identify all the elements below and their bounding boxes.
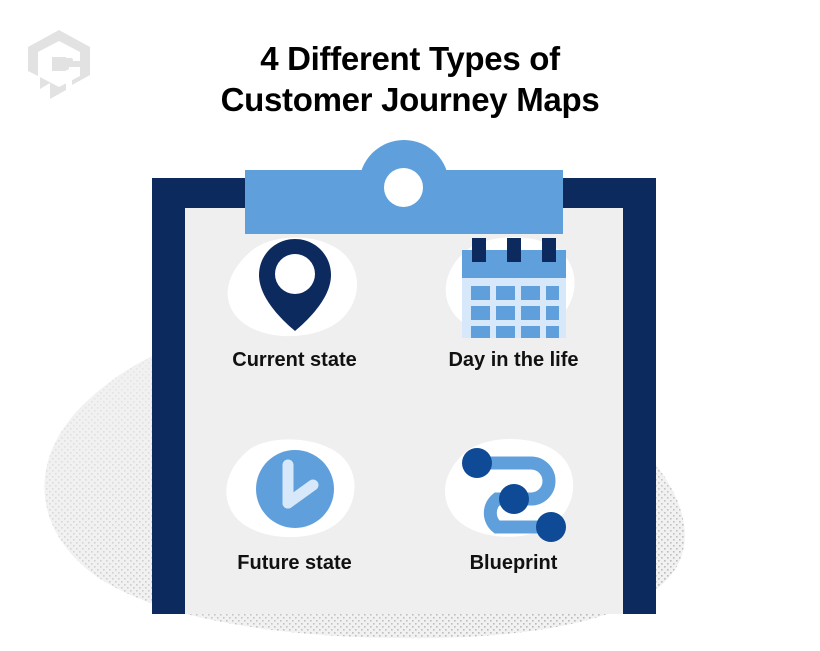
clock-icon xyxy=(220,433,370,545)
item-label: Future state xyxy=(237,552,352,574)
item-current-state[interactable]: Current state xyxy=(185,208,404,411)
item-label: Current state xyxy=(232,349,357,371)
map-pin-icon xyxy=(220,230,370,342)
brand-logo-icon xyxy=(28,30,90,99)
title-line-1: 4 Different Types of xyxy=(260,40,560,77)
calendar-icon xyxy=(439,230,589,342)
item-blueprint[interactable]: Blueprint xyxy=(404,411,623,614)
item-day-in-the-life[interactable]: Day in the life xyxy=(404,208,623,411)
journey-map-types-grid: Current state xyxy=(185,208,623,614)
item-label: Day in the life xyxy=(448,349,579,371)
item-label: Blueprint xyxy=(469,552,558,574)
page-title: 4 Different Types of Customer Journey Ma… xyxy=(0,38,820,120)
title-line-2: Customer Journey Maps xyxy=(220,81,600,118)
item-future-state[interactable]: Future state xyxy=(185,411,404,614)
clipboard-clip-hole-icon xyxy=(384,168,423,207)
flow-path-icon xyxy=(439,433,589,545)
